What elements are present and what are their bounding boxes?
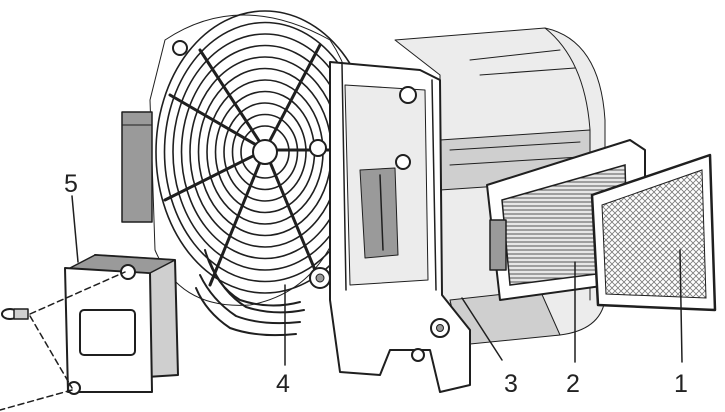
leader-lines — [71, 195, 683, 366]
callout-3: 3 — [504, 370, 518, 398]
callout-4: 4 — [276, 370, 290, 398]
housing-side-bracket — [121, 111, 153, 223]
callout-1: 1 — [674, 370, 688, 398]
fan-ring — [223, 102, 307, 202]
fan-ring — [231, 113, 299, 191]
assembly-guide-lines — [0, 271, 126, 411]
wiring-harness — [195, 249, 305, 337]
mounting-screw — [1, 308, 29, 320]
fan-ring — [240, 125, 290, 179]
callout-5: 5 — [64, 170, 78, 198]
housing-frame-cover — [329, 61, 471, 393]
callout-2: 2 — [566, 370, 580, 398]
fan-spokes — [163, 43, 347, 287]
blower-resistor-module — [64, 254, 179, 395]
